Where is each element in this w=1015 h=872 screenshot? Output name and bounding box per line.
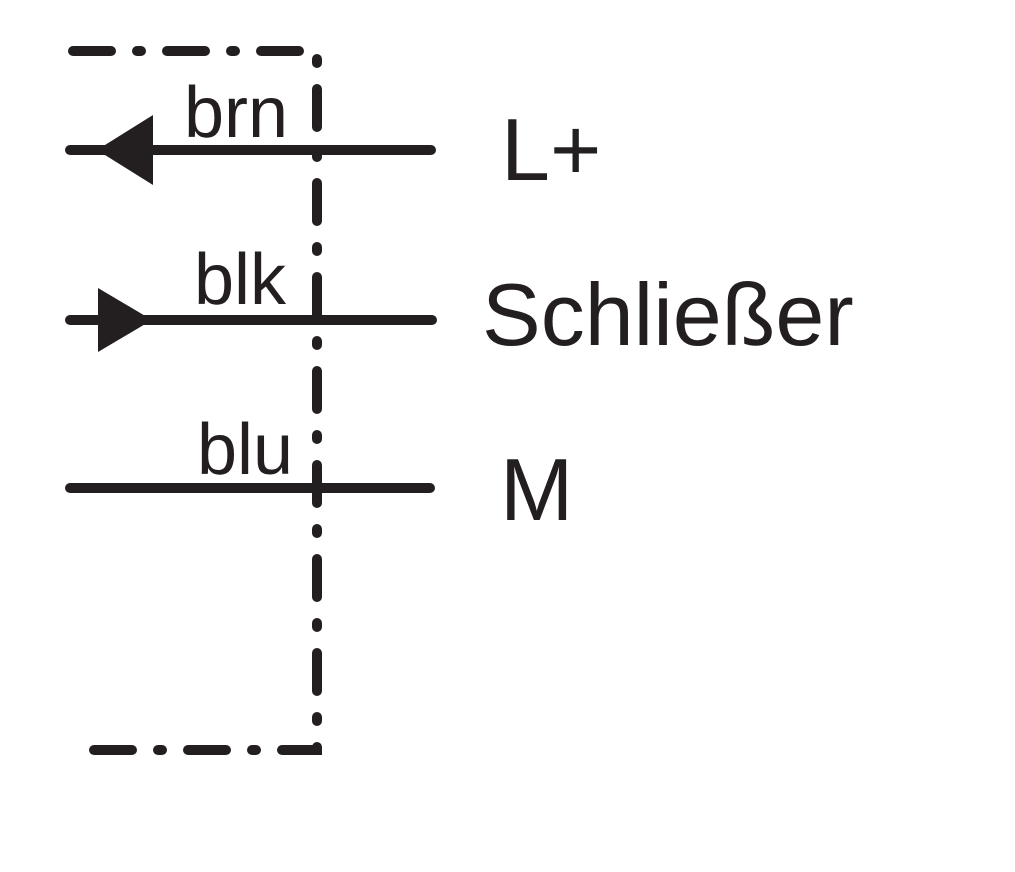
device-boundary-dashdot <box>68 46 322 755</box>
wire-row-blk: blk Schließer <box>65 240 854 364</box>
terminal-label-schliesser: Schließer <box>482 265 854 364</box>
wire-row-brn: brn L+ <box>65 73 601 199</box>
terminal-label-lplus: L+ <box>501 100 601 199</box>
wire-color-label-blk: blk <box>194 240 287 320</box>
arrow-left-icon <box>97 115 153 185</box>
terminal-label-m: M <box>500 440 573 539</box>
arrow-right-icon <box>98 288 152 352</box>
wire-color-label-blu: blu <box>197 410 293 490</box>
wire-row-blu: blu M <box>65 410 573 539</box>
wire-color-label-brn: brn <box>184 73 288 153</box>
